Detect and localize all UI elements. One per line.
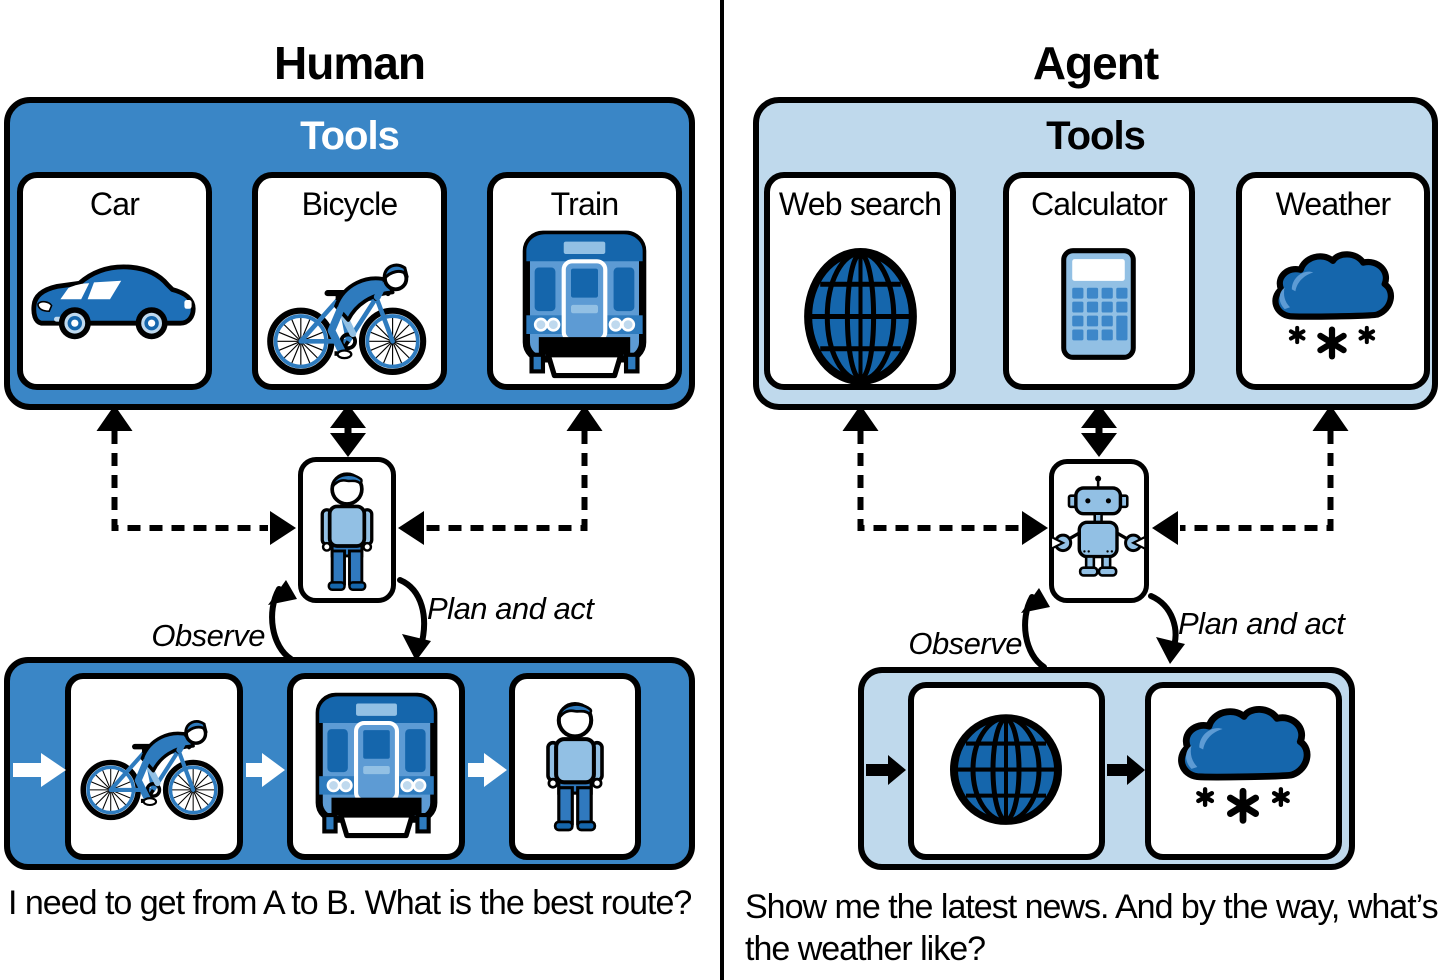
agent-observe-arrow [1021, 588, 1050, 670]
robot-icon [1051, 474, 1147, 578]
bicycle-human-connector [330, 404, 366, 457]
agent-panel-title: Agent [1032, 37, 1159, 89]
human-plan-and-act-label: Plan and act [427, 591, 594, 626]
snow-cloud-icon [1265, 243, 1399, 368]
web-search-agent-connector [842, 405, 1048, 545]
agent-request-caption: Show me the latest news. And by the way,… [745, 888, 1439, 968]
agent-tools-label: Tools [1046, 114, 1146, 158]
person-icon [320, 472, 374, 592]
train-human-connector [398, 405, 603, 545]
tool-card-web-search-label: Web search [778, 186, 942, 222]
tool-card-weather-label: Weather [1275, 186, 1392, 222]
globe-icon [946, 711, 1066, 829]
tool-card-train-label: Train [550, 186, 620, 222]
train-icon [310, 690, 443, 846]
agent-observe-label: Observe [908, 626, 1022, 661]
human-panel-title: Human [274, 37, 426, 89]
bicycle-icon [261, 248, 437, 378]
human-observe-label: Observe [151, 618, 265, 653]
snow-cloud-icon [1170, 697, 1316, 833]
train-icon [517, 228, 652, 386]
human-tools-label: Tools [300, 114, 400, 158]
tool-card-car-label: Car [89, 186, 140, 222]
human-request-caption: I need to get from A to B. What is the b… [8, 884, 692, 922]
bicycle-icon [75, 706, 233, 823]
panel-divider [720, 0, 724, 980]
agent-plan-and-act-label: Plan and act [1178, 606, 1345, 641]
person-icon [539, 699, 611, 835]
human-observe-arrow [268, 580, 297, 662]
car-icon [30, 256, 198, 344]
calculator-icon [1056, 246, 1141, 362]
tool-card-calculator-label: Calculator [1030, 186, 1168, 222]
tool-card-bicycle-label: Bicycle [301, 186, 399, 222]
weather-agent-connector [1152, 405, 1349, 545]
calculator-agent-connector [1081, 404, 1117, 457]
car-human-connector [96, 405, 296, 545]
globe-icon [800, 244, 921, 390]
